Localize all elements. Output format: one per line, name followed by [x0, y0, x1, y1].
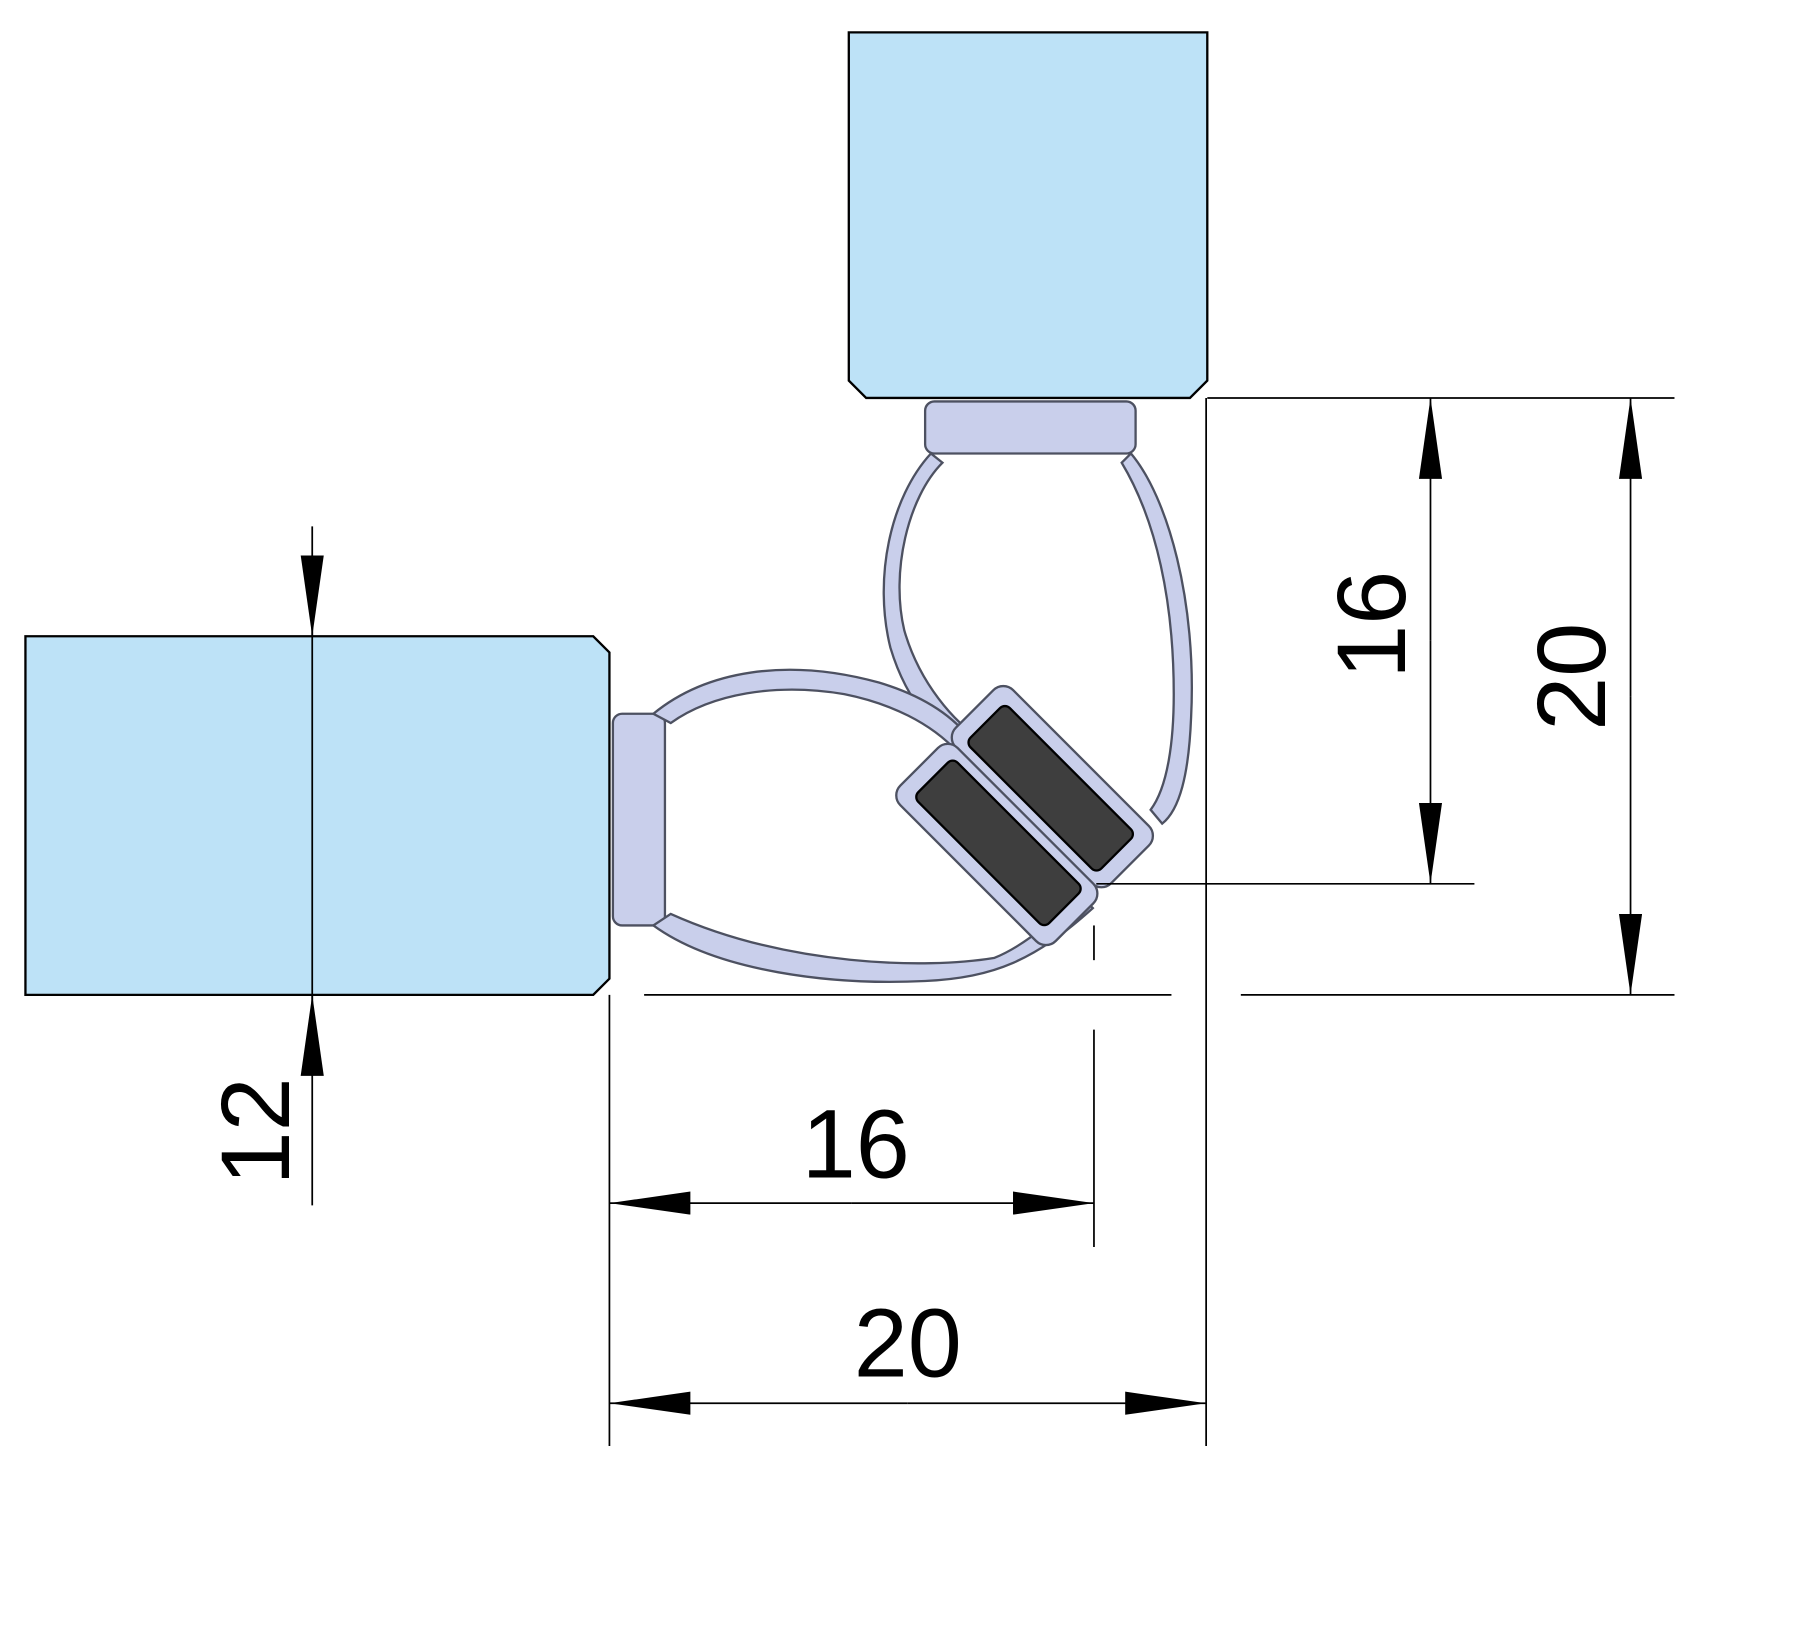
left-seal: [611, 668, 1095, 983]
dim-vertical-outer: 20: [1517, 623, 1626, 731]
dim-vertical-inner: 16: [1317, 571, 1426, 679]
magnet-profile-upper: [950, 684, 1155, 889]
dim-horizontal-inner: 16: [802, 1090, 910, 1199]
dim-horizontal-outer: 20: [854, 1289, 962, 1398]
dimension-lines: [300, 397, 1643, 1415]
top-glass-panel: [847, 31, 1209, 400]
dim-glass-thickness: 12: [201, 1077, 310, 1185]
magnet-profile-lower: [895, 742, 1099, 947]
top-seal: [882, 400, 1193, 826]
left-glass-panel: [24, 635, 611, 997]
